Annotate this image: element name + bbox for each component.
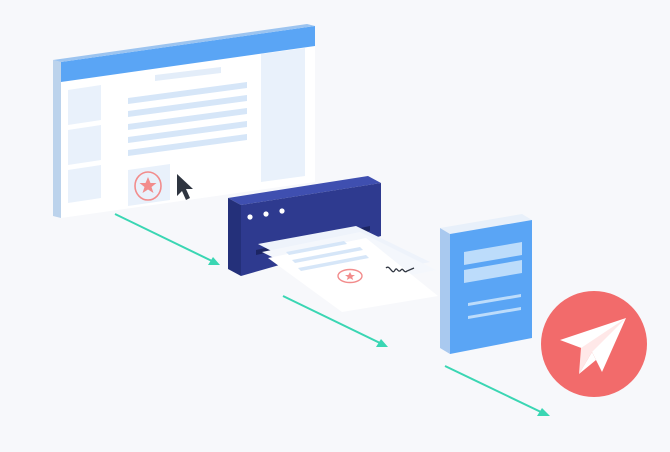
content-line <box>128 82 247 104</box>
book-spine <box>440 228 450 354</box>
paper-line <box>292 247 363 263</box>
book-label <box>464 260 522 283</box>
printer-light <box>247 214 253 220</box>
book-label <box>464 242 522 265</box>
book-icon <box>440 214 532 354</box>
paper-plane-icon <box>541 291 647 397</box>
content-line <box>128 108 247 130</box>
printed-document-icon <box>258 226 438 312</box>
book-line <box>468 307 521 319</box>
content-line <box>128 121 247 143</box>
book-cover <box>450 220 532 354</box>
stamp-icon <box>337 268 363 284</box>
content-line <box>128 134 247 156</box>
content-line <box>155 67 221 81</box>
browser-window-with-stamp-icon <box>53 24 315 218</box>
cursor-icon <box>177 174 193 200</box>
signature-icon <box>385 266 415 273</box>
arrow-icon <box>444 365 550 416</box>
printer-light <box>263 211 269 217</box>
content-line <box>128 95 247 117</box>
browser-panel <box>68 125 101 165</box>
arrow-icon <box>282 295 388 347</box>
browser-top-edge <box>53 24 315 62</box>
printer-side <box>228 198 241 276</box>
book-line <box>468 294 521 306</box>
printer-light <box>279 208 285 214</box>
book-pages-top <box>440 214 532 234</box>
arrow-icon <box>114 213 220 265</box>
browser-side <box>53 60 61 218</box>
browser-panel <box>68 165 101 203</box>
browser-body <box>61 26 315 218</box>
plane-tail <box>579 352 596 374</box>
browser-sidebar <box>261 48 305 182</box>
printer-top <box>228 176 381 205</box>
paper-line <box>298 255 369 271</box>
browser-title-bar <box>61 26 315 82</box>
browser-panel <box>68 85 101 125</box>
plane-fold <box>579 318 626 374</box>
stamp-icon <box>134 171 162 201</box>
paper-line <box>286 241 347 255</box>
